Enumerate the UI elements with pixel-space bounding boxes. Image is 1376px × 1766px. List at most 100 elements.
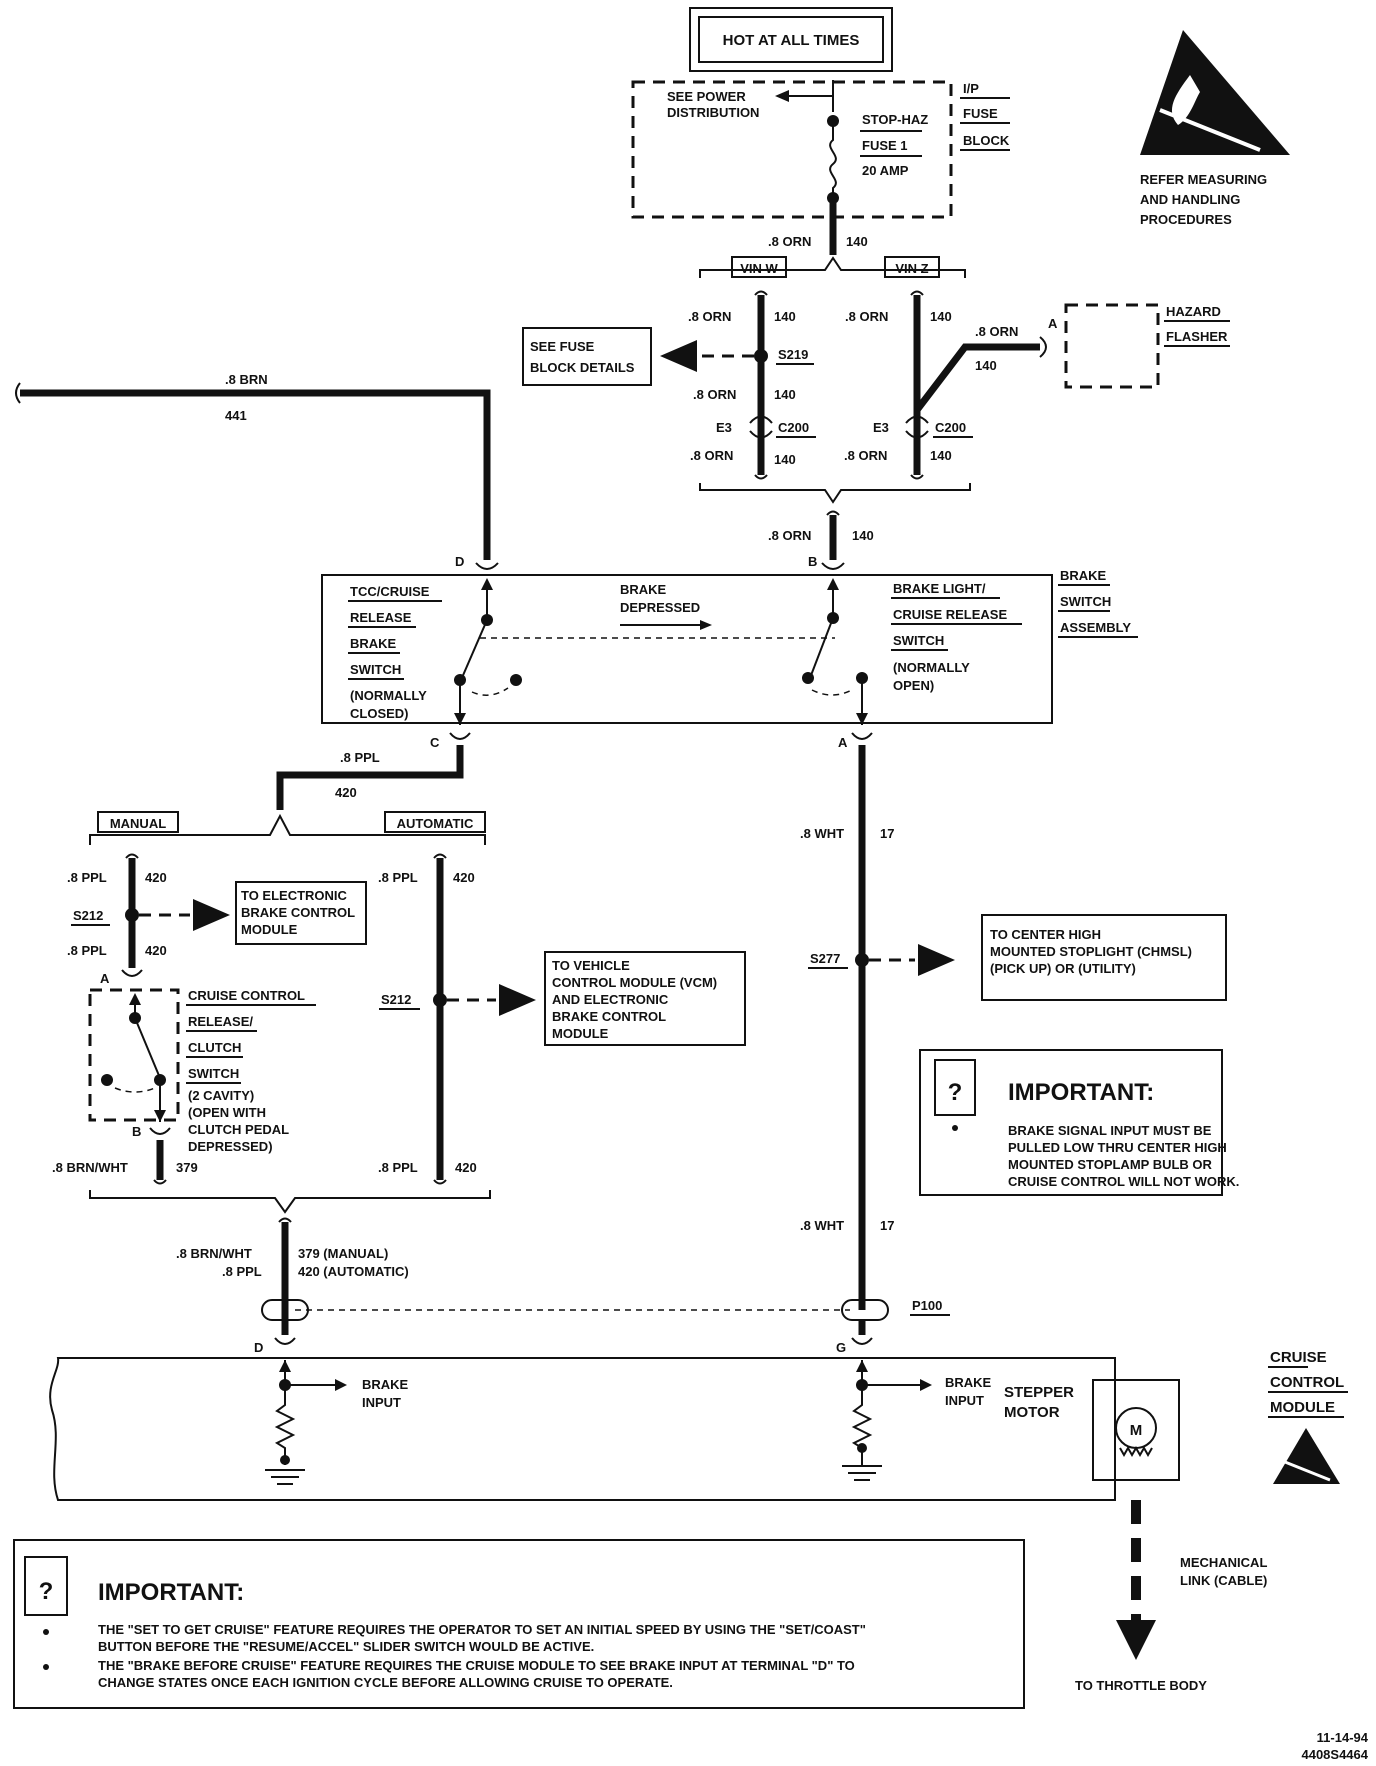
hot-label-box	[689, 7, 893, 72]
splice-s219: S219	[778, 347, 808, 362]
arrow-throttle	[1116, 1620, 1156, 1660]
see-power-line2: DISTRIBUTION	[667, 105, 759, 120]
esd-caption-2: AND HANDLING	[1140, 192, 1240, 207]
vinz-140-3: 140	[930, 448, 952, 463]
combined-brnwht: .8 BRN/WHT	[176, 1246, 252, 1261]
man-ppl-1: .8 PPL	[67, 870, 107, 885]
svg-text:?: ?	[39, 1578, 54, 1605]
brn-label: .8 BRN	[225, 372, 268, 387]
vinz-c200: C200	[935, 420, 966, 435]
svg-text:MODULE: MODULE	[552, 1026, 609, 1041]
vinz-orn-1: .8 ORN	[845, 309, 888, 324]
vinw-c200: C200	[778, 420, 809, 435]
bl-2: CRUISE RELEASE	[893, 607, 1007, 622]
cruise-control-module	[49, 1357, 1116, 1501]
option-manual: MANUAL	[110, 816, 166, 831]
hot-label: HOT AT ALL TIMES	[723, 32, 860, 49]
combined-420: 420 (AUTOMATIC)	[298, 1264, 409, 1279]
vin-brace	[699, 256, 966, 278]
wire-140-label-top: 140	[846, 234, 868, 249]
stepper-2: MOTOR	[1004, 1404, 1060, 1421]
ref-ebcm	[235, 881, 367, 945]
motor-symbol: M	[1130, 1422, 1143, 1439]
hazard-flasher-2: FLASHER	[1166, 329, 1228, 344]
connector-c200-w	[749, 415, 773, 424]
tcc-1: TCC/CRUISE	[350, 584, 430, 599]
man-420-2: 420	[145, 943, 167, 958]
vinw-orn-3: .8 ORN	[690, 448, 733, 463]
p100: P100	[912, 1298, 942, 1313]
tcc-state-1: (NORMALLY	[350, 688, 427, 703]
info-icon-2	[24, 1556, 68, 1616]
svg-text:MOUNTED STOPLIGHT (CHMSL): MOUNTED STOPLIGHT (CHMSL)	[990, 944, 1192, 959]
svg-text:CRUISE CONTROL WILL NOT WORK.: CRUISE CONTROL WILL NOT WORK.	[1008, 1174, 1239, 1189]
man-ppl-2: .8 PPL	[67, 943, 107, 958]
trans-brace	[89, 813, 486, 845]
block-label-2: FUSE	[963, 106, 998, 121]
imp2-line-2: BUTTON BEFORE THE "RESUME/ACCEL" SLIDER …	[98, 1639, 594, 1654]
svg-text:SEE FUSE: SEE FUSE	[530, 339, 595, 354]
depressed-1: BRAKE	[620, 582, 667, 597]
vin-brace-lower	[699, 483, 971, 504]
man-s212: S212	[73, 908, 103, 923]
block-label-3: BLOCK	[963, 133, 1010, 148]
info-icon-1	[934, 1059, 976, 1116]
c140-to-brake: 140	[852, 528, 874, 543]
brake-input-d-1: BRAKE	[362, 1377, 409, 1392]
fuse-symbol	[829, 121, 837, 198]
imp2-line-4: CHANGE STATES ONCE EACH IGNITION CYCLE B…	[98, 1675, 673, 1690]
vinw-140-1: 140	[774, 309, 796, 324]
vinz-140-1: 140	[930, 309, 952, 324]
fuse-block	[631, 80, 953, 219]
ppl-c: .8 PPL	[340, 750, 380, 765]
fuse-amp: 20 AMP	[862, 163, 909, 178]
to-throttle-body: TO THROTTLE BODY	[1075, 1678, 1207, 1693]
arrow-s219	[660, 340, 697, 372]
esd-caption-3: PROCEDURES	[1140, 212, 1232, 227]
clutch-note-4: DEPRESSED)	[188, 1139, 273, 1154]
tcc-state-2: CLOSED)	[350, 706, 409, 721]
svg-text:AND ELECTRONIC: AND ELECTRONIC	[552, 992, 669, 1007]
brake-input-g-2: INPUT	[945, 1393, 984, 1408]
vinw-140-3: 140	[774, 452, 796, 467]
stepper-motor-box	[1092, 1379, 1180, 1481]
vinz-e3: E3	[873, 420, 889, 435]
man-379: 379	[176, 1160, 198, 1175]
svg-text:PULLED LOW THRU CENTER HIGH: PULLED LOW THRU CENTER HIGH	[1008, 1140, 1227, 1155]
bl-state-1: (NORMALLY	[893, 660, 970, 675]
mech-link-1: MECHANICAL	[1180, 1555, 1267, 1570]
clutch-pin-b: B	[132, 1124, 141, 1139]
wire-ppl-420	[276, 745, 464, 810]
esd-warning-icon-small	[1273, 1428, 1340, 1484]
fuse-name: STOP-HAZ	[862, 112, 928, 127]
svg-text:TO ELECTRONIC: TO ELECTRONIC	[241, 888, 348, 903]
auto-420-2: 420	[455, 1160, 477, 1175]
clutch-note-3: CLUTCH PEDAL	[188, 1122, 289, 1137]
important-box-2	[13, 1539, 1025, 1709]
mech-link-2: LINK (CABLE)	[1180, 1573, 1267, 1588]
ref-vcm	[544, 951, 746, 1046]
wht-1: .8 WHT	[800, 826, 844, 841]
clutch-note-1: (2 CAVITY)	[188, 1088, 254, 1103]
resistor-d	[274, 1385, 296, 1465]
hazard-140: 140	[975, 358, 997, 373]
c17-1: 17	[880, 826, 894, 841]
svg-text:?: ?	[948, 1079, 963, 1106]
c17-2: 17	[880, 1218, 894, 1233]
trans-brace-lower	[89, 1190, 491, 1214]
block-label-1: I/P	[963, 81, 979, 96]
vinw-e3: E3	[716, 420, 732, 435]
s277: S277	[810, 951, 840, 966]
svg-text:BRAKE CONTROL: BRAKE CONTROL	[241, 905, 355, 920]
fuse-num: FUSE 1	[862, 138, 908, 153]
wht-2: .8 WHT	[800, 1218, 844, 1233]
wire-to-hazard	[914, 343, 1040, 413]
auto-420-1: 420	[453, 870, 475, 885]
module-pin-d: D	[254, 1340, 263, 1355]
clutch-switch-box	[88, 988, 180, 1122]
assembly-2: SWITCH	[1060, 594, 1111, 609]
important-title-1: IMPORTANT:	[1008, 1079, 1154, 1106]
wire-orn-label-top: .8 ORN	[768, 234, 811, 249]
brake-input-g-1: BRAKE	[945, 1375, 992, 1390]
